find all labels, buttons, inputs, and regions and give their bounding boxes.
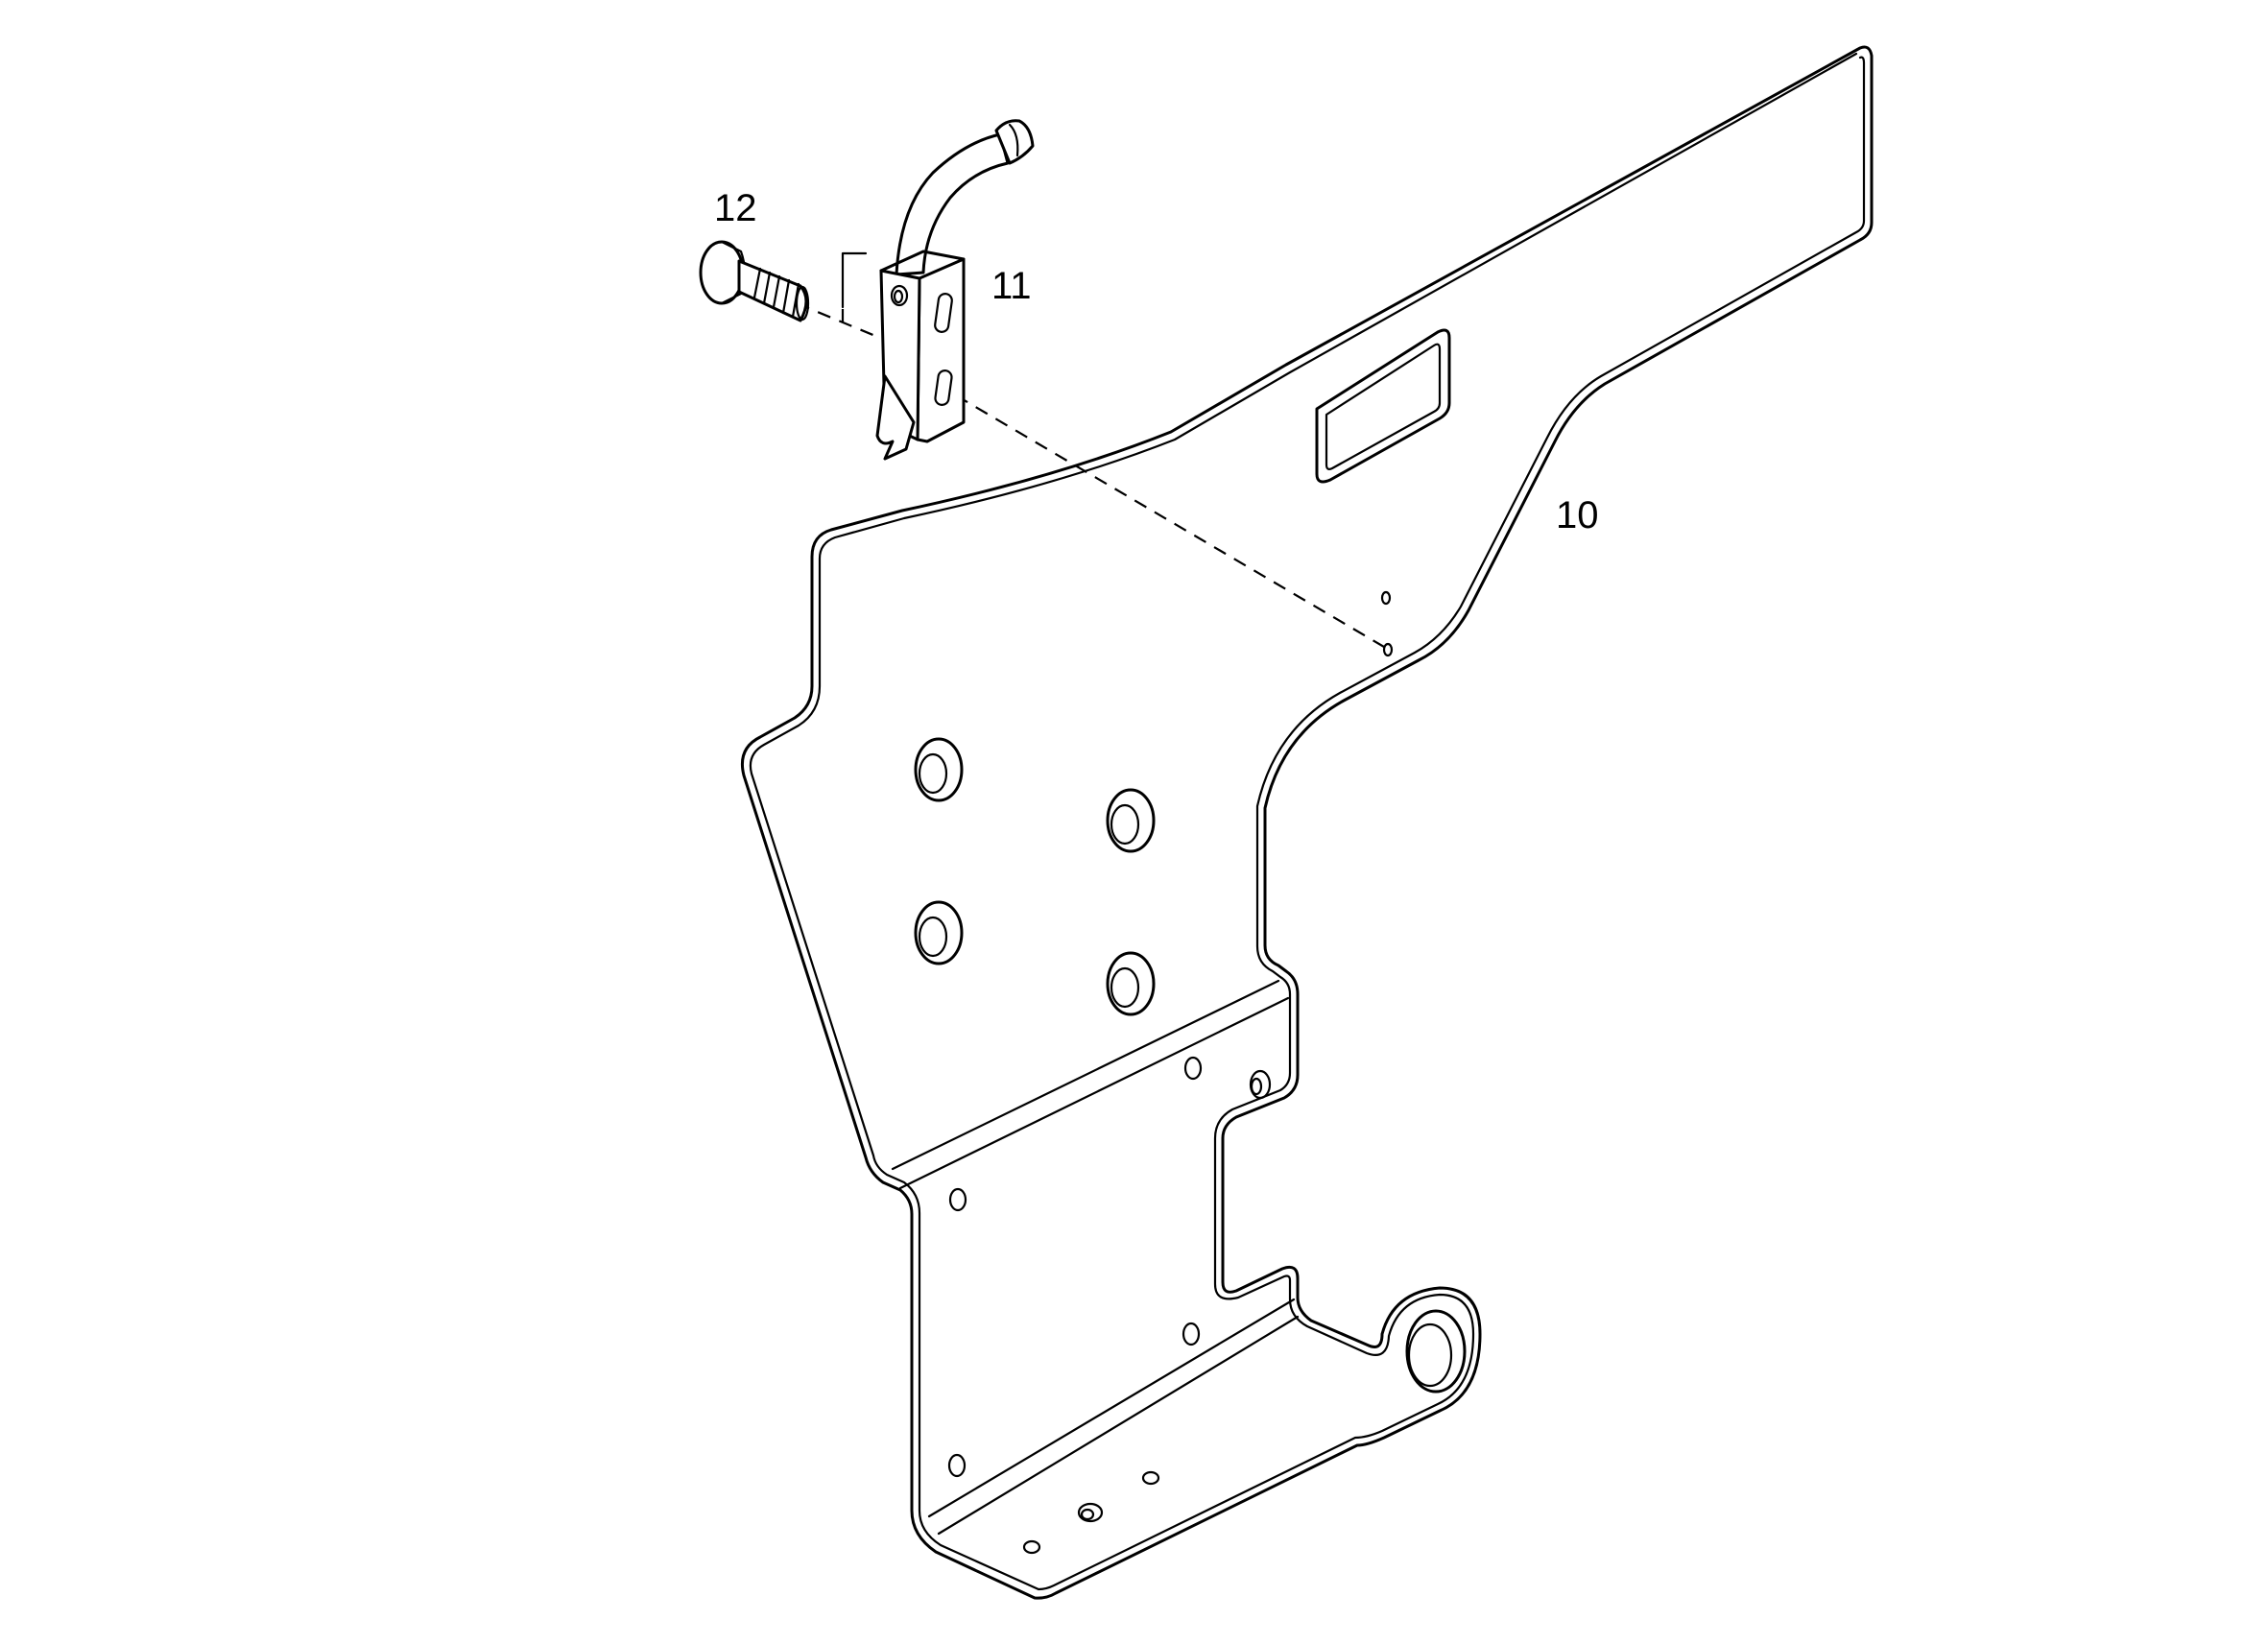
screw-shank <box>737 259 808 322</box>
bracket-outline <box>740 45 1874 1600</box>
mount-hole <box>948 1187 967 1212</box>
small-hole <box>1382 642 1394 657</box>
bracket-plate-part-10 <box>740 45 1874 1600</box>
lug-eye-hole <box>1405 1309 1467 1394</box>
mount-hole <box>947 1453 967 1478</box>
mount-hole <box>1183 1056 1203 1081</box>
bend-line <box>927 1298 1296 1518</box>
rectangular-slot <box>1315 328 1451 484</box>
bend-line <box>937 1315 1300 1536</box>
mount-hole <box>1077 1502 1104 1523</box>
callout-part-12: 12 <box>714 187 757 229</box>
bracket-outline-inner <box>749 52 1866 1591</box>
mount-hole <box>1182 1322 1201 1346</box>
clip-channel-front <box>916 257 966 443</box>
clip-spring-arm <box>895 132 1010 276</box>
bend-line <box>898 996 1290 1190</box>
countersunk-hole <box>914 900 964 965</box>
callout-part-11: 11 <box>991 265 1032 307</box>
callout-part-10: 10 <box>1556 494 1599 536</box>
clip-screw-hole <box>890 284 909 307</box>
mount-hole <box>1249 1069 1272 1100</box>
countersunk-hole <box>1106 951 1156 1016</box>
mount-hole <box>1141 1470 1160 1486</box>
spring-clip-part-11 <box>875 119 1035 461</box>
screw-thread <box>752 267 800 319</box>
bend-line <box>891 979 1280 1171</box>
mount-hole <box>1022 1539 1041 1555</box>
countersunk-hole <box>1106 788 1156 853</box>
clip-slot <box>934 369 953 406</box>
screw-part-12 <box>699 240 810 322</box>
assembly-line-screw-to-clip <box>796 301 876 338</box>
countersunk-hole <box>914 737 964 802</box>
screw-head <box>699 240 745 305</box>
assembly-bracket-line <box>841 251 868 309</box>
clip-bottom-hook <box>875 374 916 461</box>
clip-arm-roll <box>994 119 1035 165</box>
small-hole <box>1380 590 1392 606</box>
clip-slot <box>934 293 953 333</box>
